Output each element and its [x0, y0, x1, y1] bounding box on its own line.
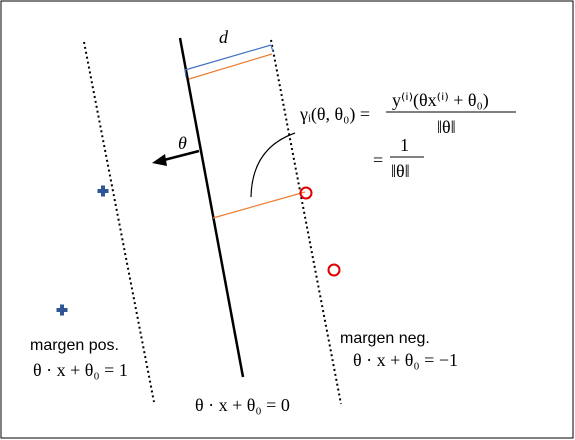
distance-label: d	[219, 27, 229, 47]
negative-margin-title: margen neg.	[340, 330, 430, 347]
distance-bracket	[184, 44, 274, 78]
positive-margin-equation: θ · x + θ₀ = 1	[33, 360, 128, 380]
equals-sign-2: =	[373, 150, 383, 170]
margin-width-segment	[188, 53, 273, 80]
gamma-numerator: y⁽ⁱ⁾(θx⁽ⁱ⁾ + θ₀)	[392, 90, 489, 111]
theta-label: θ	[178, 133, 187, 153]
positive-margin-title: margen pos.	[30, 337, 119, 354]
boundary-equation: θ · x + θ₀ = 0	[195, 395, 290, 415]
negative-margin-line	[270, 39, 342, 405]
point-distance-segment	[212, 191, 306, 219]
circle-icon	[299, 186, 313, 200]
positive-margin-line	[83, 41, 155, 403]
negative-margin-equation: θ · x + θ₀ = −1	[353, 350, 458, 370]
theta-vector-shaft	[163, 149, 200, 162]
second-numerator: 1	[400, 135, 409, 155]
gamma-lhs: γᵢ(θ, θ₀) =	[299, 104, 370, 125]
distance-bracket-line	[184, 44, 272, 71]
distance-bracket-tick-left	[184, 69, 187, 78]
plus-icon	[56, 304, 68, 316]
gamma-callout-arc	[250, 132, 296, 198]
decision-boundary-line	[178, 37, 245, 378]
theta-arrow-icon	[152, 154, 167, 166]
gamma-denominator: ‖θ‖	[437, 117, 456, 137]
plus-icon	[97, 185, 109, 197]
second-denominator: ‖θ‖	[391, 161, 410, 181]
positive-points	[56, 185, 109, 316]
circle-icon	[327, 263, 341, 277]
distance-bracket-tick-right	[270, 44, 274, 53]
